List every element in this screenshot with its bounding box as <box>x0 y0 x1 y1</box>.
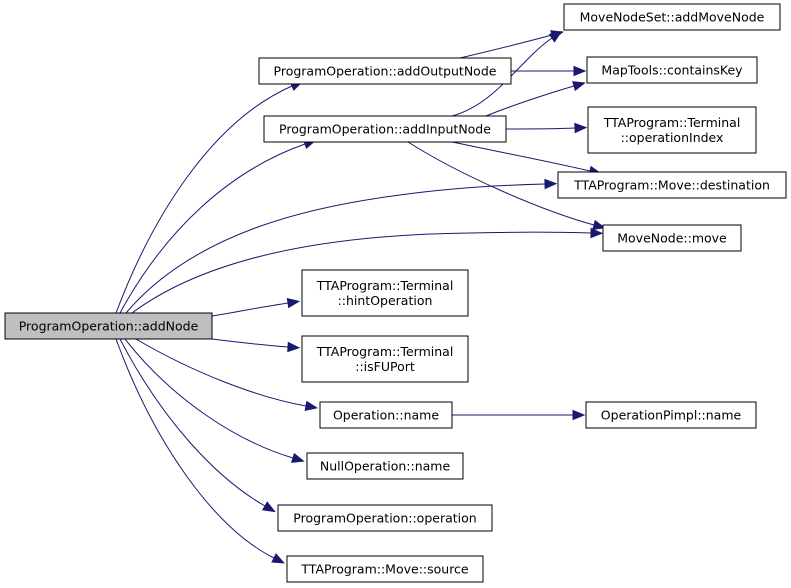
node-label: MoveNodeSet::addMoveNode <box>580 10 765 25</box>
arrowhead <box>286 297 301 309</box>
node-box[interactable] <box>602 224 742 252</box>
edge-addInputNode-to-operationIndex <box>505 122 588 134</box>
node-label: ProgramOperation::addInputNode <box>279 122 491 137</box>
edge-root-to-addInputNode <box>119 139 317 314</box>
edge-root-to-opName <box>135 338 319 412</box>
arrowhead <box>592 219 606 230</box>
node-box[interactable] <box>557 171 787 199</box>
node-source[interactable]: TTAProgram::Move::source <box>286 555 484 583</box>
node-label: TTAProgram::Move::source <box>300 562 469 577</box>
edge-line <box>115 85 293 314</box>
node-box[interactable] <box>301 335 469 383</box>
node-destination[interactable]: TTAProgram::Move::destination <box>557 171 787 199</box>
edge-line <box>451 141 591 172</box>
edge-addOutputNode-to-containsKey <box>511 65 587 77</box>
node-box[interactable] <box>563 3 781 31</box>
edge-line <box>131 231 592 314</box>
node-add-move-node[interactable]: MoveNodeSet::addMoveNode <box>563 3 781 31</box>
node-label: ProgramOperation::addOutputNode <box>274 64 497 79</box>
node-box[interactable] <box>586 56 758 84</box>
node-label: OperationPimpl::name <box>601 408 742 423</box>
arrowhead <box>271 553 285 564</box>
edge-root-to-hintOperation <box>211 297 301 317</box>
edge-root-to-move <box>131 227 604 314</box>
node-label: TTAProgram::Move::destination <box>573 178 770 193</box>
edge-root-to-operation <box>119 338 276 513</box>
arrowhead <box>572 81 586 92</box>
node-contains-key[interactable]: MapTools::containsKey <box>586 56 758 84</box>
node-label: TTAProgram::Terminal <box>603 115 741 130</box>
arrowhead <box>548 31 563 43</box>
node-add-input-node[interactable]: ProgramOperation::addInputNode <box>263 115 507 143</box>
arrowhead <box>572 409 586 421</box>
node-label: NullOperation::name <box>320 459 451 474</box>
edge-line <box>124 338 294 459</box>
node-null-name[interactable]: NullOperation::name <box>306 452 464 480</box>
node-label: ::isFUPort <box>355 359 415 374</box>
edge-line <box>407 141 595 226</box>
node-box[interactable] <box>263 115 507 143</box>
edge-line <box>119 143 306 314</box>
arrowhead <box>573 65 587 77</box>
edge-line <box>125 183 546 314</box>
node-label: ::hintOperation <box>338 293 433 308</box>
node-box[interactable] <box>258 57 512 85</box>
edge-addInputNode-to-destination <box>451 141 602 177</box>
edge-line <box>459 34 553 59</box>
arrowhead <box>574 122 588 134</box>
edge-root-to-source <box>115 338 285 564</box>
node-box[interactable] <box>4 312 213 340</box>
edge-line <box>119 338 266 507</box>
node-pimpl-name[interactable]: OperationPimpl::name <box>585 401 757 429</box>
node-label: ::operationIndex <box>621 130 724 145</box>
node-move[interactable]: MoveNode::move <box>602 224 742 252</box>
node-root[interactable]: ProgramOperation::addNode <box>4 312 213 340</box>
node-operation[interactable]: ProgramOperation::operation <box>277 504 493 532</box>
arrowhead <box>291 452 305 463</box>
edge-opName-to-pimplName <box>452 409 586 421</box>
nodes: ProgramOperation::addNodeProgramOperatio… <box>4 3 787 583</box>
edge-line <box>485 85 575 117</box>
node-hint-operation[interactable]: TTAProgram::Terminal::hintOperation <box>301 269 469 317</box>
edge-addInputNode-to-containsKey <box>485 81 586 117</box>
node-is-fuport[interactable]: TTAProgram::Terminal::isFUPort <box>301 335 469 383</box>
node-label: ProgramOperation::operation <box>293 511 476 526</box>
arrowhead <box>590 227 604 239</box>
node-box[interactable] <box>319 401 453 429</box>
node-label: TTAProgram::Terminal <box>316 344 454 359</box>
arrowhead <box>262 501 276 513</box>
edge-addInputNode-to-move <box>407 141 606 230</box>
arrowhead <box>287 341 301 353</box>
arrowhead <box>304 400 319 412</box>
arrowhead <box>544 178 558 190</box>
edge-line <box>505 127 576 130</box>
node-label: MapTools::containsKey <box>601 63 743 78</box>
node-label: ProgramOperation::addNode <box>19 319 199 334</box>
edge-line <box>115 338 275 559</box>
edge-line <box>135 338 307 407</box>
node-label: MoveNode::move <box>617 231 727 246</box>
edge-root-to-destination <box>125 178 558 314</box>
node-box[interactable] <box>585 401 757 429</box>
edge-line <box>211 338 289 348</box>
node-box[interactable] <box>587 106 757 154</box>
node-box[interactable] <box>286 555 484 583</box>
node-box[interactable] <box>277 504 493 532</box>
edge-addOutputNode-to-addMoveNode <box>459 30 564 59</box>
edge-line <box>211 302 289 317</box>
edge-root-to-isFUPort <box>211 338 301 353</box>
node-label: TTAProgram::Terminal <box>316 278 454 293</box>
edge-root-to-nullName <box>124 338 305 463</box>
node-operation-index[interactable]: TTAProgram::Terminal::operationIndex <box>587 106 757 154</box>
node-box[interactable] <box>306 452 464 480</box>
node-add-output-node[interactable]: ProgramOperation::addOutputNode <box>258 57 512 85</box>
node-box[interactable] <box>301 269 469 317</box>
node-label: Operation::name <box>333 408 439 423</box>
node-op-name[interactable]: Operation::name <box>319 401 453 429</box>
